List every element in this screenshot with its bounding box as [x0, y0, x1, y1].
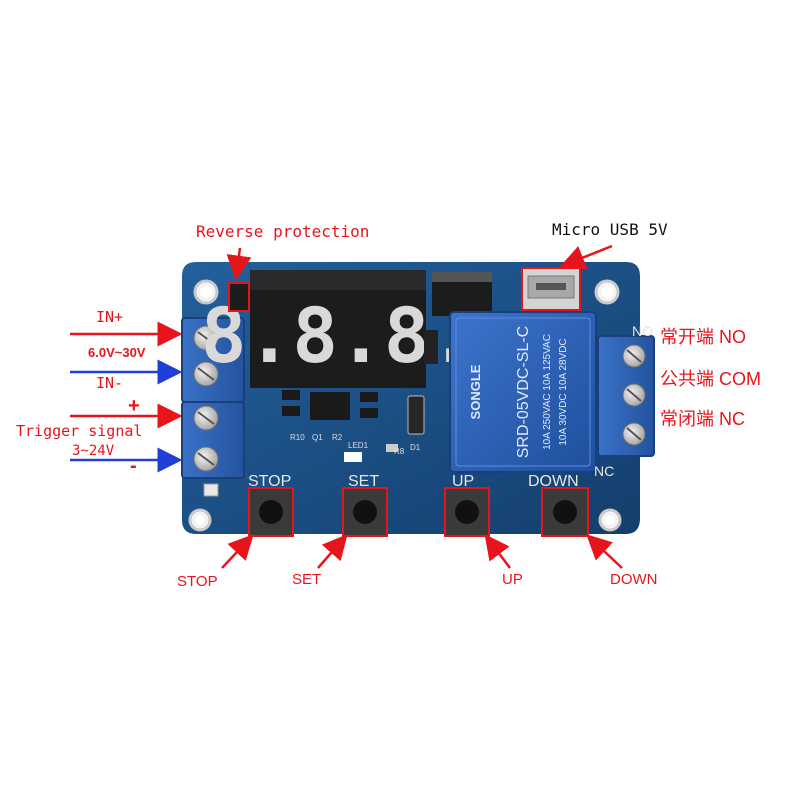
silk-r2: R2 — [332, 433, 343, 442]
silk-q1: Q1 — [312, 433, 323, 442]
annotation-arrows — [70, 244, 623, 569]
set-button-label: SET — [292, 571, 322, 588]
voltage-range-label: 6.0V~30V — [88, 345, 146, 360]
up-button-label: UP — [502, 571, 523, 588]
trigger-range-label: 3~24V — [72, 443, 115, 459]
silk-r8: R8 — [394, 447, 405, 456]
micro-usb-label: Micro USB 5V — [552, 220, 668, 239]
plus-sign-label: + — [128, 395, 140, 417]
down-button-label: DOWN — [610, 571, 658, 588]
relay-no-label: 常开端 NO — [660, 327, 747, 347]
relay-terminal-block — [597, 335, 655, 457]
relay-rating-2: 10A 30VDC 10A 28VDC — [558, 338, 569, 445]
relay-model: SRD-05VDC-SL-C — [515, 326, 532, 458]
input-terminal-block — [181, 317, 245, 479]
silk-set: SET — [348, 473, 379, 490]
relay-com-label: 公共端 COM — [660, 369, 761, 389]
silk-stop: STOP — [248, 473, 291, 490]
trigger-signal-label: Trigger signal — [16, 422, 143, 440]
stop-switch — [248, 487, 294, 537]
silk-nc: NC — [594, 463, 614, 479]
stop-button-label: STOP — [177, 573, 218, 590]
minus-sign-label: - — [130, 455, 137, 477]
set-switch — [342, 487, 388, 537]
reverse-protection-label: Reverse protection — [196, 222, 370, 241]
reverse-protection-diode — [228, 282, 250, 312]
relay: SONGLE SRD-05VDC-SL-C 10A 250VAC 10A 125… — [449, 311, 597, 473]
relay-nc-label: 常闭端 NC — [660, 409, 745, 429]
relay-rating-1: 10A 250VAC 10A 125VAC — [542, 334, 553, 450]
silk-down: DOWN — [528, 473, 579, 490]
smd-components — [282, 330, 438, 462]
up-switch — [444, 487, 490, 537]
micro-usb-port — [521, 267, 581, 311]
silk-r10: R10 — [290, 433, 305, 442]
mounting-holes — [188, 279, 622, 532]
in-minus-label: IN- — [96, 374, 124, 392]
silk-no: NO — [632, 323, 653, 339]
tactile-buttons — [248, 487, 589, 537]
relay-brand: SONGLE — [468, 364, 483, 419]
silk-d1: D1 — [410, 443, 421, 452]
silk-led1: LED1 — [348, 441, 369, 450]
silk-up: UP — [452, 473, 474, 490]
in-plus-label: IN+ — [96, 308, 124, 326]
down-switch — [541, 487, 589, 537]
